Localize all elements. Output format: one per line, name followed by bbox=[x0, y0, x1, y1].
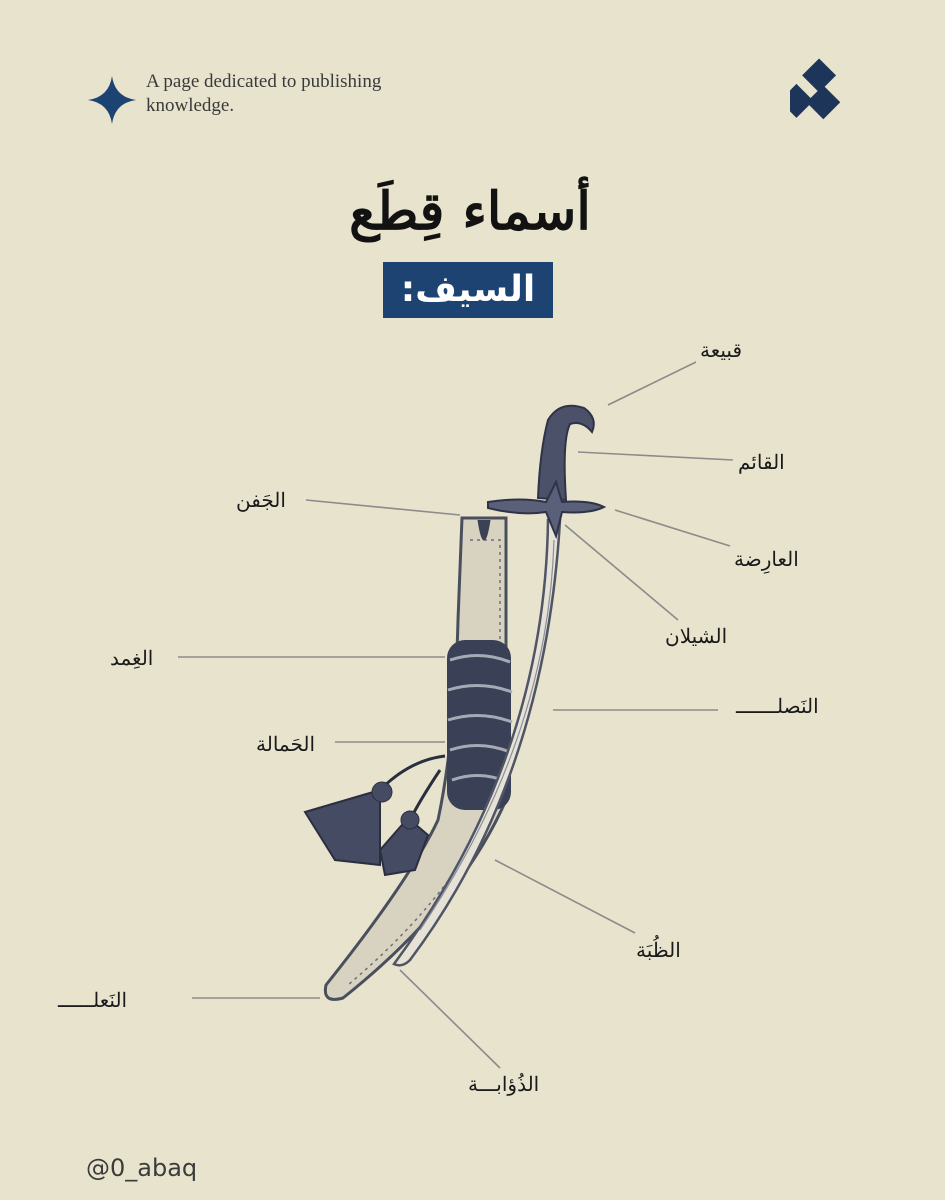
crossguard bbox=[487, 479, 607, 540]
blade bbox=[392, 518, 562, 967]
label-hamala: الحَمالة bbox=[256, 732, 316, 756]
label-dhuaba: الذُؤابـــة bbox=[468, 1072, 540, 1096]
stacked-diamonds-icon bbox=[790, 58, 841, 120]
label-qabia: قبيعة bbox=[700, 338, 743, 362]
account-handle: @0_abaq bbox=[86, 1154, 198, 1182]
grip bbox=[536, 404, 595, 502]
label-shilan: الشيلان bbox=[665, 624, 728, 648]
four-point-star-icon bbox=[88, 76, 136, 124]
page-title: أسماء قِطَع bbox=[349, 181, 591, 242]
tassels bbox=[303, 754, 446, 877]
leader-lines bbox=[178, 361, 734, 1069]
scabbard-binding bbox=[447, 640, 513, 810]
label-zuba: الظُبَة bbox=[636, 938, 681, 962]
label-jafn: الجَفن bbox=[236, 488, 286, 512]
tagline: A page dedicated to publishing knowledge… bbox=[146, 71, 382, 116]
label-arida: العارِضة bbox=[734, 547, 799, 571]
label-ghimd: الغِمد bbox=[110, 646, 154, 670]
label-qaim: القائم bbox=[738, 450, 785, 474]
label-nal: النَعلــــــ bbox=[58, 988, 128, 1012]
subtitle-badge: السيف: bbox=[383, 262, 553, 318]
label-nasl: النَصلـــــــ bbox=[736, 694, 819, 718]
